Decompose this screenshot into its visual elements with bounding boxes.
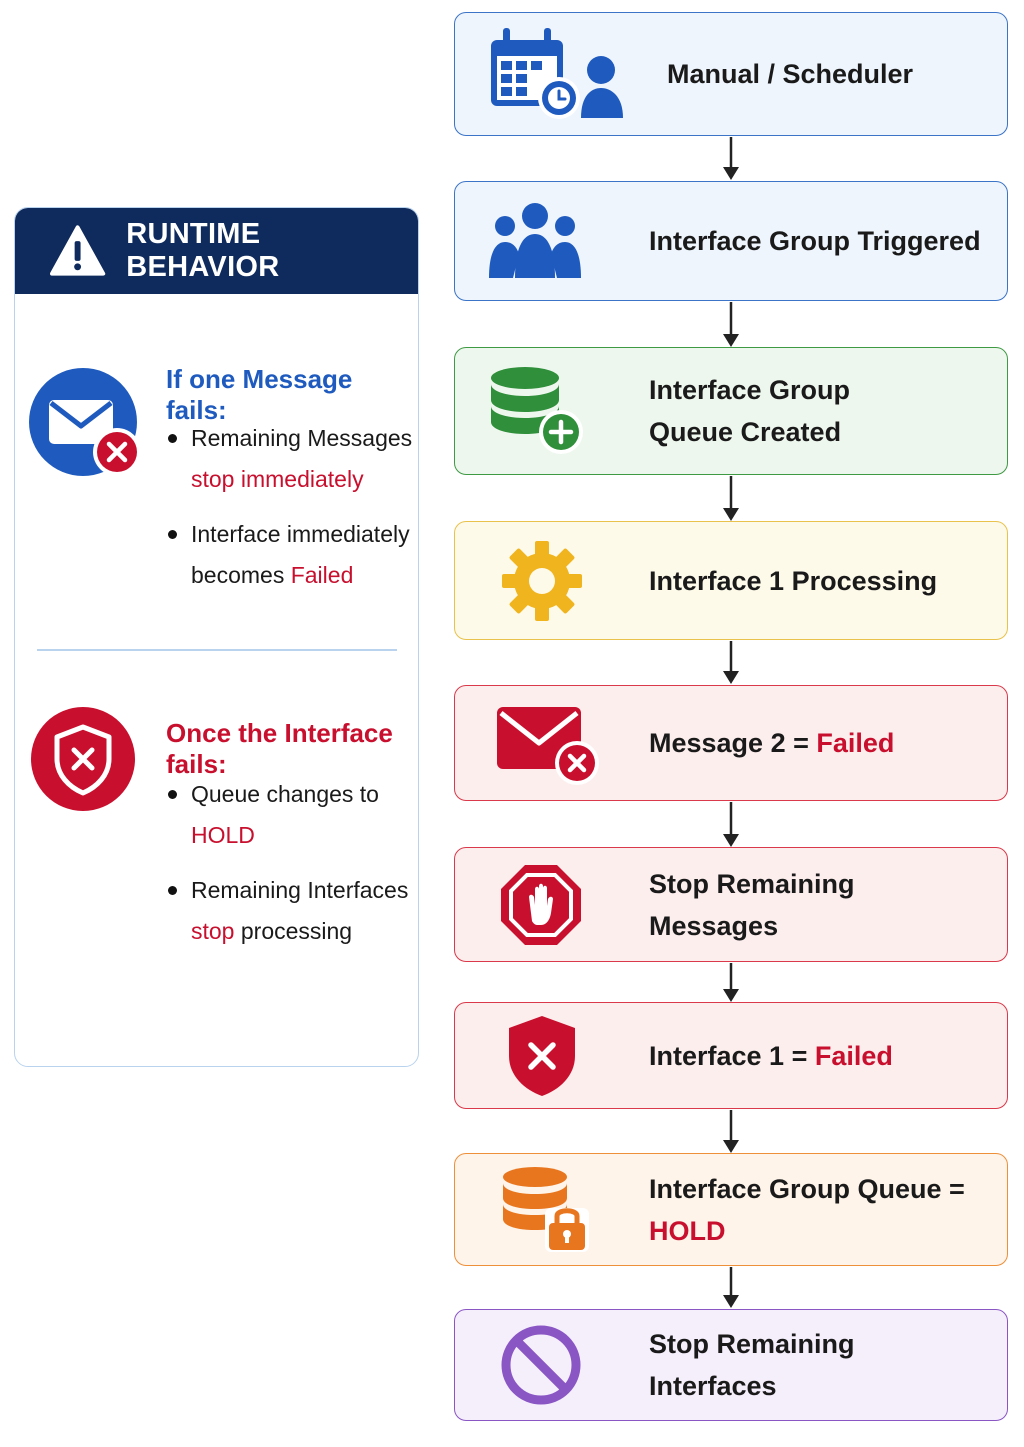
- list-item: Queue changes to HOLD: [166, 774, 418, 856]
- message-fails-list: Remaining Messages stop immediately Inte…: [166, 418, 412, 596]
- step-interface-processing: Interface 1 Processing: [454, 521, 1008, 640]
- arrow-down-icon: [723, 802, 739, 847]
- step-queue-hold: Interface Group Queue = HOLD: [454, 1153, 1008, 1266]
- interface-fails-list: Queue changes to HOLD Remaining Interfac…: [166, 774, 418, 952]
- mail-error-icon: [497, 707, 599, 785]
- step-label: Interface 1 = Failed: [649, 1040, 893, 1071]
- step-stop-messages: Stop Remaining Messages: [454, 847, 1008, 962]
- panel-title: RUNTIME BEHAVIOR: [126, 218, 280, 283]
- step-message-failed: Message 2 = Failed: [454, 685, 1008, 801]
- step-label: Stop Remaining Messages: [649, 868, 855, 941]
- database-lock-icon: [503, 1166, 589, 1252]
- runtime-behavior-panel: RUNTIME BEHAVIOR If one Message fails: R…: [14, 207, 419, 1067]
- step-label: Manual / Scheduler: [667, 59, 914, 89]
- step-manual-scheduler: Manual / Scheduler: [454, 12, 1008, 136]
- list-item: Remaining Messages stop immediately: [166, 418, 412, 500]
- step-label: Stop Remaining Interfaces: [649, 1329, 855, 1401]
- arrow-down-icon: [723, 302, 739, 347]
- group-icon: [489, 203, 581, 278]
- step-label: Message 2 = Failed: [649, 728, 895, 758]
- step-label: Interface Group Triggered: [649, 226, 981, 256]
- step-stop-interfaces: Stop Remaining Interfaces: [454, 1309, 1008, 1421]
- arrow-down-icon: [723, 1267, 739, 1308]
- step-label: Interface 1 Processing: [649, 565, 938, 596]
- list-item: Remaining Interfaces stop processing: [166, 870, 418, 952]
- interface-fails-heading: Once the Interface fails:: [166, 718, 393, 779]
- step-interface-failed: Interface 1 = Failed: [454, 1002, 1008, 1109]
- stop-hand-icon: [501, 864, 581, 945]
- step-group-triggered: Interface Group Triggered: [454, 181, 1008, 301]
- message-fails-heading: If one Message fails:: [166, 364, 353, 425]
- database-add-icon: [491, 367, 583, 454]
- list-item: Interface immediately becomes Failed: [166, 514, 412, 596]
- arrow-down-icon: [723, 1110, 739, 1153]
- calendar-user-icon: [491, 28, 623, 119]
- arrow-down-icon: [723, 963, 739, 1002]
- gear-icon: [502, 540, 582, 621]
- section-divider: [37, 649, 397, 651]
- warning-icon: [49, 225, 106, 276]
- prohibited-icon: [501, 1325, 581, 1405]
- step-queue-created: Interface Group Queue Created: [454, 347, 1008, 475]
- mail-error-icon: [29, 368, 141, 476]
- arrow-down-icon: [723, 476, 739, 521]
- shield-x-icon: [31, 707, 135, 811]
- step-label: Interface Group Queue = HOLD: [649, 1173, 965, 1246]
- arrow-down-icon: [723, 641, 739, 684]
- step-label: Interface Group Queue Created: [649, 375, 851, 447]
- shield-x-icon: [509, 1015, 575, 1096]
- panel-header: RUNTIME BEHAVIOR: [15, 208, 418, 294]
- arrow-down-icon: [723, 137, 739, 180]
